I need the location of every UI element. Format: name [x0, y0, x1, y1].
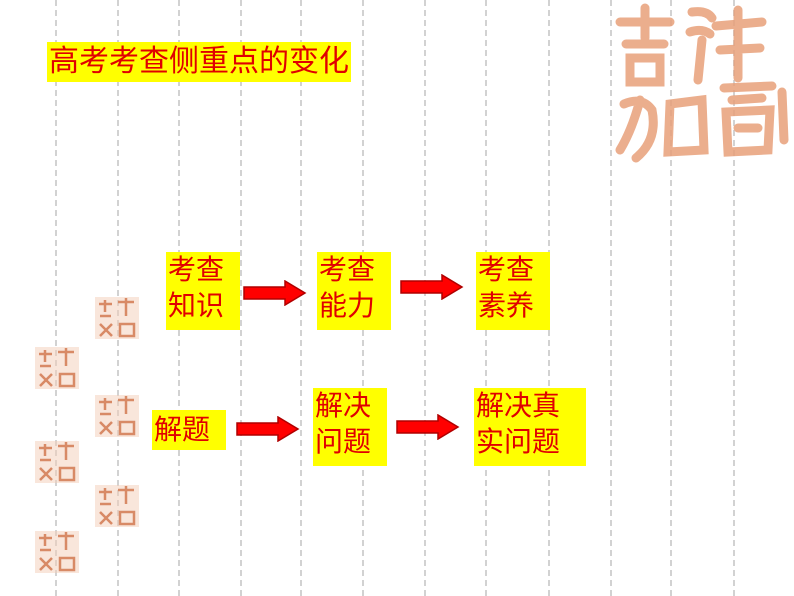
box-solve-problem-line1: 解决: [315, 389, 372, 422]
arrow-right-icon: [400, 274, 464, 300]
page-title: 高考考查侧重点的变化: [47, 42, 351, 82]
box-solve-problem: 解决 问题: [313, 388, 387, 466]
box-solve-exercise: 解题: [152, 410, 226, 450]
arrow-right-icon: [243, 280, 307, 306]
box-knowledge-line2: 知识: [168, 289, 225, 322]
seal-small-4: [35, 441, 79, 483]
seal-small-2: [35, 347, 79, 389]
box-ability-line1: 考查: [319, 253, 376, 286]
seal-large: [615, 3, 789, 163]
box-solve-problem-line2: 问题: [315, 425, 372, 458]
arrow-right-icon: [236, 416, 300, 442]
box-solve-real-problem: 解决真 实问题: [474, 388, 586, 466]
box-solve-exercise-line1: 解题: [154, 413, 211, 446]
box-ability-line2: 能力: [319, 289, 376, 322]
box-literacy-line1: 考查: [478, 253, 535, 286]
box-ability: 考查 能力: [317, 252, 391, 330]
seal-small-5: [95, 485, 139, 527]
box-knowledge: 考查 知识: [166, 252, 240, 330]
arrow-right-icon: [396, 414, 460, 440]
box-solve-real-problem-line1: 解决真: [476, 389, 561, 422]
seal-small-3: [95, 395, 139, 437]
seal-small-1: [95, 297, 139, 339]
box-solve-real-problem-line2: 实问题: [476, 425, 561, 458]
box-literacy-line2: 素养: [478, 289, 535, 322]
seal-small-6: [35, 531, 79, 573]
box-literacy: 考查 素养: [476, 252, 550, 330]
box-knowledge-line1: 考查: [168, 253, 225, 286]
